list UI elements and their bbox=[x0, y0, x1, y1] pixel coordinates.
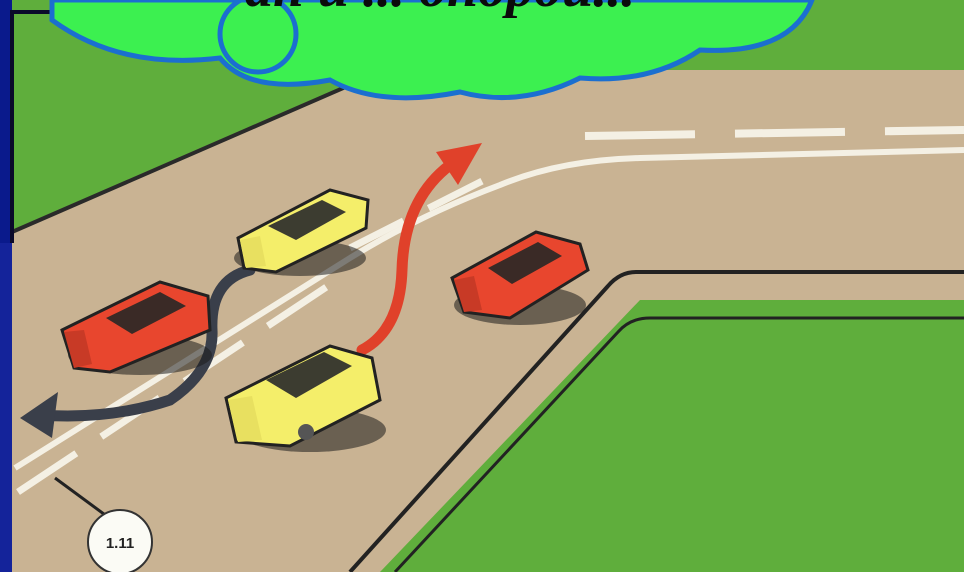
marking-badge-label: 1.11 bbox=[106, 535, 134, 552]
marking-badge: 1.11 bbox=[88, 510, 152, 572]
speech-bubble-text: ан и ... опорой... bbox=[245, 0, 636, 19]
